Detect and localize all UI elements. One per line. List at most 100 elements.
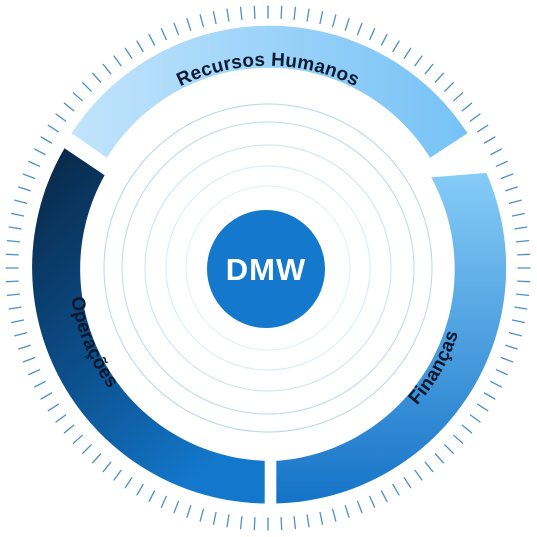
tick-mark	[508, 332, 522, 337]
tick-mark	[239, 6, 243, 21]
logo-text: DMW	[226, 252, 306, 287]
tick-mark	[453, 434, 464, 444]
tick-mark	[82, 444, 92, 454]
tick-mark	[483, 392, 496, 400]
tick-mark	[483, 136, 496, 144]
tick-mark	[124, 477, 133, 489]
tick-mark	[72, 92, 83, 102]
tick-mark	[102, 63, 112, 75]
tick-mark	[253, 517, 256, 531]
tick-mark	[6, 293, 21, 297]
tick-mark	[332, 508, 337, 522]
tick-mark	[55, 414, 67, 423]
tick-mark	[136, 483, 144, 496]
tick-mark	[226, 514, 230, 528]
tick-mark	[517, 280, 531, 283]
tick-mark	[18, 186, 31, 192]
tick-mark	[306, 8, 310, 22]
tick-mark	[293, 6, 297, 21]
tick-mark	[160, 28, 167, 41]
tick-mark	[424, 461, 434, 473]
tick-mark	[148, 33, 156, 46]
tick-mark	[8, 226, 22, 230]
center-logo[interactable]: DMW	[207, 210, 325, 328]
tick-mark	[403, 47, 412, 59]
tick-mark	[253, 5, 256, 19]
tick-mark	[403, 477, 412, 489]
tick-mark	[5, 253, 19, 256]
tick-mark	[239, 515, 243, 530]
tick-mark	[319, 11, 324, 25]
tick-mark	[63, 424, 75, 434]
tick-mark	[514, 226, 528, 230]
segment-recursos-humanos[interactable]	[71, 25, 468, 158]
tick-mark	[47, 403, 59, 412]
tick-mark	[22, 356, 36, 363]
tick-mark	[186, 18, 192, 31]
tick-mark	[186, 505, 192, 518]
tick-mark	[469, 414, 481, 423]
tick-mark	[332, 14, 337, 28]
tick-mark	[280, 517, 283, 531]
tick-mark	[392, 483, 400, 496]
tick-mark	[490, 148, 503, 156]
tick-mark	[33, 148, 46, 156]
outer-tick-ring	[5, 5, 531, 531]
tick-mark	[434, 72, 444, 83]
tick-mark	[356, 500, 363, 514]
tick-mark	[477, 403, 489, 412]
tick-mark	[148, 490, 156, 503]
tick-mark	[136, 40, 144, 53]
tick-mark	[280, 5, 283, 19]
tick-mark	[517, 253, 531, 256]
tick-mark	[11, 319, 25, 324]
tick-mark	[72, 434, 83, 444]
tick-mark	[40, 392, 53, 400]
tick-mark	[8, 306, 22, 310]
tick-mark	[469, 113, 481, 122]
tick-mark	[424, 63, 434, 75]
tick-mark	[306, 514, 310, 528]
tick-mark	[508, 199, 522, 204]
tick-mark	[369, 28, 376, 41]
tick-mark	[293, 515, 297, 530]
tick-mark	[212, 11, 217, 25]
tick-mark	[500, 173, 514, 180]
tick-mark	[505, 186, 518, 192]
tick-mark	[6, 239, 21, 243]
tick-mark	[199, 14, 204, 28]
tick-mark	[511, 212, 525, 217]
tick-mark	[113, 469, 122, 481]
tick-mark	[444, 82, 454, 92]
tick-mark	[33, 380, 46, 388]
tick-mark	[199, 508, 204, 522]
tick-mark	[92, 72, 102, 83]
tick-mark	[40, 136, 53, 144]
tick-mark	[11, 212, 25, 217]
segment-operacoes[interactable]	[32, 148, 265, 504]
tick-mark	[173, 22, 180, 36]
tick-mark	[490, 380, 503, 388]
concentric-rings	[103, 103, 433, 433]
tick-mark	[82, 82, 92, 92]
segment-financas[interactable]	[276, 172, 507, 504]
tick-mark	[477, 124, 489, 133]
tick-mark	[92, 453, 102, 464]
tick-mark	[515, 239, 530, 243]
tick-mark	[63, 102, 75, 112]
tick-mark	[453, 92, 464, 102]
tick-mark	[14, 199, 28, 204]
tick-mark	[14, 332, 28, 337]
tick-mark	[514, 306, 528, 310]
tick-mark	[392, 40, 400, 53]
tick-mark	[369, 495, 376, 508]
tick-mark	[380, 490, 388, 503]
tick-mark	[5, 280, 19, 283]
tick-mark	[113, 55, 122, 67]
tick-mark	[356, 22, 363, 36]
tick-mark	[28, 160, 41, 167]
tick-mark	[500, 356, 514, 363]
tick-mark	[434, 453, 444, 464]
tick-mark	[414, 55, 423, 67]
